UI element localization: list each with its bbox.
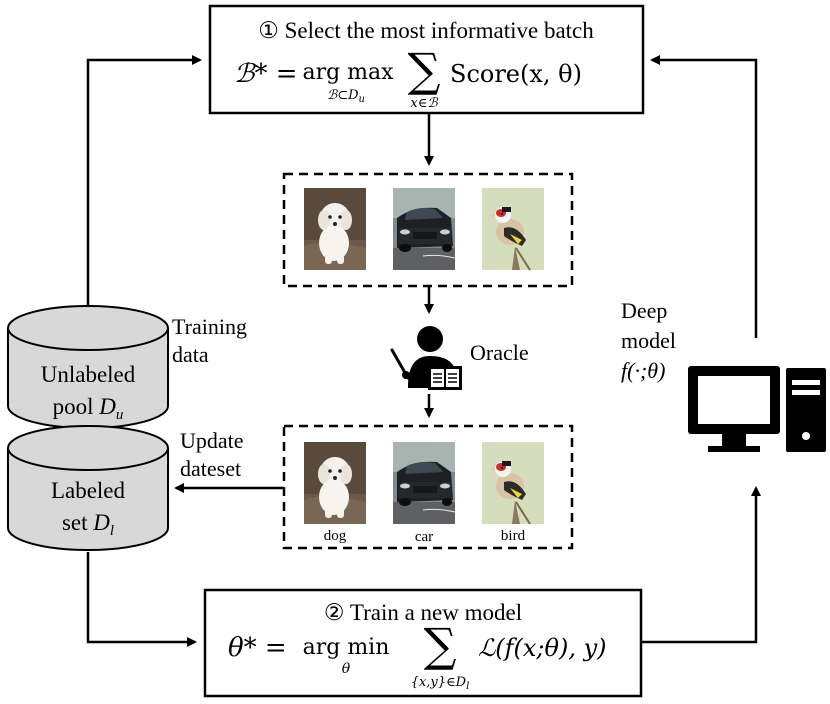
eq2-sum-symbol: ∑ — [424, 618, 457, 672]
step2-box: ② Train a new model θ* = arg min θ ∑ {x,… — [203, 588, 643, 698]
connectors — [86, 55, 761, 647]
step2-equation: θ* = arg min θ ∑ {x,y}∈Dl ℒ(f(x;θ), y) — [228, 618, 607, 692]
labeled-batch-box: dog car bird — [282, 424, 574, 550]
model-function-label: f(·;θ) — [621, 358, 665, 383]
bird-photo — [481, 187, 545, 271]
label-bird: bird — [501, 528, 526, 544]
car-photo — [392, 187, 456, 271]
step1-equation: ℬ* = arg max ℬ⊂Du ∑ x∈ℬ Score(x, θ) — [234, 43, 582, 111]
oracle-icon — [390, 326, 462, 390]
eq2-sum-subscript: {x,y}∈Dl — [411, 675, 470, 692]
step2-title: ② Train a new model — [324, 600, 522, 625]
arrow-model-to-step1 — [650, 55, 758, 338]
bird-photo-labeled — [481, 441, 545, 525]
unlabeled-pool-cylinder: Unlabeled pool Du — [7, 305, 169, 429]
eq2-lhs: θ* = — [228, 633, 287, 663]
eq1-lhs: ℬ* = — [234, 59, 298, 89]
eq2-rhs: ℒ(f(x;θ), y) — [478, 634, 607, 662]
oracle-label: Oracle — [470, 340, 529, 365]
labeled-label-line2: set Dl — [62, 510, 114, 539]
training-data-label-line2: data — [172, 342, 209, 367]
dog-photo — [304, 188, 366, 270]
labeled-set-cylinder: Labeled set Dl — [7, 425, 169, 551]
label-car: car — [415, 529, 433, 545]
update-dataset-label-line1: Update — [180, 428, 244, 453]
step1-title: ① Select the most informative batch — [258, 18, 594, 43]
car-photo-labeled — [392, 441, 456, 525]
model-label-line1: Deep — [621, 298, 667, 323]
arrow-step2-to-model — [641, 486, 761, 644]
unlabeled-label-line2: pool Du — [53, 394, 124, 423]
label-dog: dog — [324, 528, 347, 544]
eq1-sum-subscript: x∈ℬ — [410, 96, 438, 111]
eq2-argmin-subscript: θ — [342, 661, 351, 677]
arrow-pool-to-step1 — [86, 55, 202, 306]
update-dataset-label-line2: dateset — [180, 456, 241, 481]
labeled-label-line1: Labeled — [51, 478, 126, 503]
eq1-argmax-subscript: ℬ⊂Du — [327, 88, 365, 105]
eq1-rhs: Score(x, θ) — [450, 60, 582, 88]
eq1-argmax: arg max — [302, 60, 394, 85]
step1-box: ① Select the most informative batch ℬ* =… — [208, 4, 645, 115]
unlabeled-label-line1: Unlabeled — [41, 362, 136, 387]
dog-photo-labeled — [304, 442, 366, 524]
eq2-argmin: arg min — [303, 635, 390, 660]
desktop-computer-icon — [688, 366, 826, 452]
model-label-line2: model — [621, 328, 676, 353]
unlabeled-batch-box — [282, 172, 574, 288]
eq1-sum-symbol: ∑ — [408, 43, 441, 97]
arrow-set-to-step2 — [86, 552, 197, 647]
training-data-label-line1: Training — [172, 314, 247, 339]
